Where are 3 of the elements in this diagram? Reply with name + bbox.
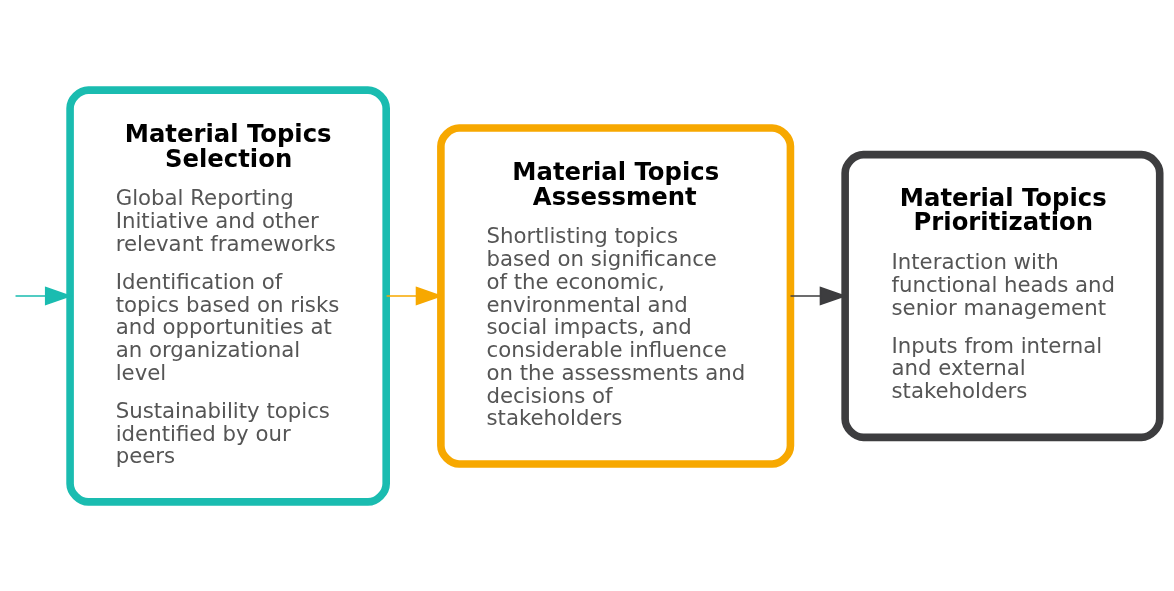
node-box: Material Topics Selection Global Reporting Initiative and other relevant frameworks Identification of topics based on risks and opportunities at an organizational level Sustainability topics identified by our peers	[66, 85, 390, 506]
node-box: Material Topics Assessment Shortlisting topics based on significance of the economic, environmental and social impacts, and considerable influence on the assessments and decisions of stakeholders	[437, 123, 795, 468]
node-box: Material Topics Prioritization Interaction with functional heads and senior management Inputs from internal and external stakeholders	[841, 150, 1164, 441]
